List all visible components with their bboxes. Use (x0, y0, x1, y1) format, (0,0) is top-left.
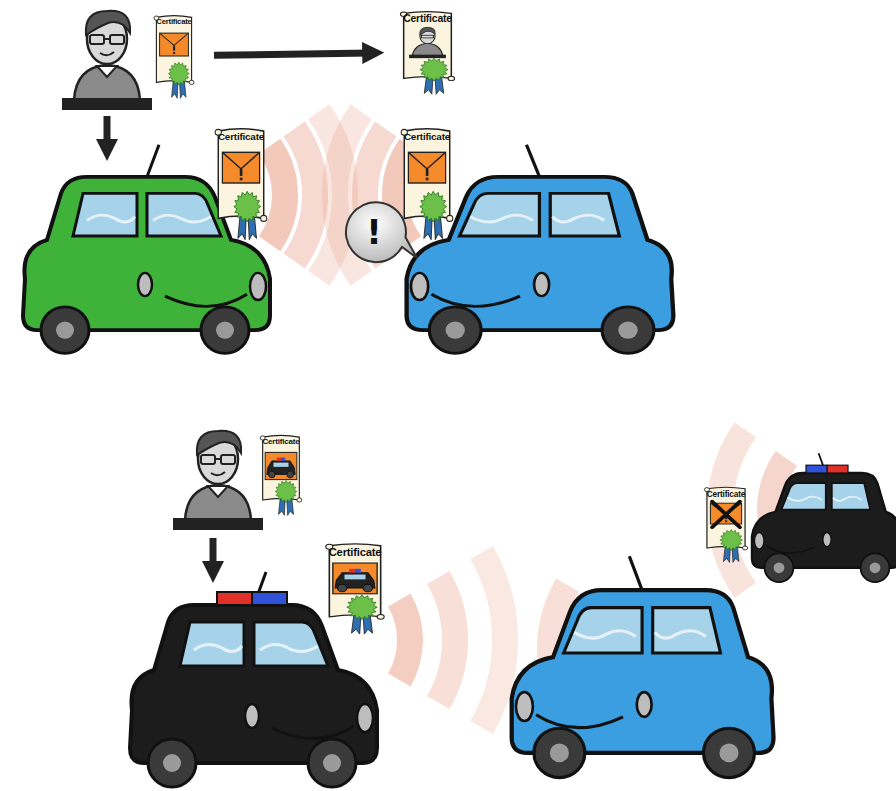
radio-wave (438, 578, 455, 703)
scroll-curl (447, 215, 453, 221)
certificate-seal (347, 595, 377, 620)
envelope-flap (160, 33, 189, 45)
scroll-curl (448, 76, 455, 80)
police-light-bar (806, 465, 848, 473)
scroll-curl (742, 546, 747, 550)
certificate: Certificate (210, 124, 272, 242)
person-icon-glasses (422, 35, 434, 38)
police-light-bar (217, 592, 287, 605)
certificate-icon (265, 452, 297, 479)
police-icon-light (349, 569, 355, 573)
certificate-title: Certificate (204, 131, 278, 142)
police-icon-wheel (338, 584, 347, 592)
certificate: Certificate (256, 432, 306, 517)
alert-mark (173, 45, 175, 50)
install-arrow (210, 538, 217, 572)
envelope (408, 152, 445, 183)
person-icon-hair (420, 27, 435, 35)
certificate-seal (234, 191, 261, 222)
revoked-cross (712, 502, 740, 528)
police-icon-window (274, 463, 289, 467)
certificate: Certificate (320, 540, 390, 636)
police-icon-light (355, 569, 361, 573)
certificate-title: Certificate (390, 131, 464, 142)
envelope-flap (408, 152, 445, 169)
police-icon-wheel (269, 471, 276, 478)
certificate: Certificate (150, 12, 198, 100)
certificate-icon (222, 152, 259, 183)
certificate-icon (160, 33, 189, 56)
certificate-icon (408, 152, 445, 183)
police-car (752, 453, 896, 582)
certificate-title: Certificate (314, 546, 396, 558)
scroll-curl (377, 614, 384, 619)
alert-mark (173, 52, 175, 54)
alert-mark (240, 169, 243, 176)
certificate-title: Certificate (144, 17, 204, 26)
install-arrow (104, 116, 111, 150)
certificate-icon (710, 502, 741, 528)
scroll-curl (297, 498, 302, 502)
radio-wave (399, 600, 410, 680)
police-icon-wheel (363, 584, 372, 592)
person-icon-desk (409, 55, 446, 59)
envelope (222, 152, 259, 183)
certificate-seal (168, 62, 189, 85)
alert-mark (725, 520, 727, 522)
certificate-seal (420, 58, 448, 81)
certificate-icon (409, 27, 446, 58)
scroll-curl (189, 80, 194, 84)
icon-background (333, 563, 377, 594)
certificate: Certificate (700, 484, 752, 564)
alert-mark (240, 178, 243, 181)
icon-background (265, 452, 297, 479)
alert-mark (426, 178, 429, 181)
police-icon-light (281, 458, 285, 461)
alert-mark: ! (338, 196, 410, 268)
certificate-icon (333, 563, 377, 594)
issuer-person (62, 11, 152, 110)
blue-car (512, 556, 774, 777)
envelope-flap (222, 152, 259, 169)
police-car-body (752, 453, 896, 582)
police-icon-light (277, 458, 281, 461)
certificate-title: Certificate (389, 13, 466, 24)
envelope (160, 33, 189, 56)
certificate-seal (720, 530, 743, 551)
issuer-person (173, 431, 263, 530)
certificate-title: Certificate (694, 489, 758, 499)
speech-bubble: ! (338, 196, 418, 268)
radio-wave (270, 146, 285, 244)
certificate-seal (420, 191, 447, 222)
police-icon-wheel (287, 471, 294, 478)
alert-mark (426, 169, 429, 176)
certificate-seal (275, 480, 297, 502)
arrow-connector (214, 53, 371, 55)
scroll-curl (261, 215, 267, 221)
certificate-title: Certificate (250, 437, 312, 446)
green-car (23, 145, 270, 354)
radio-wave (482, 553, 505, 728)
radio-wave (294, 129, 315, 261)
police-icon-window (345, 575, 366, 580)
certificate: Certificate (395, 8, 460, 96)
person-icon-body (412, 43, 442, 55)
